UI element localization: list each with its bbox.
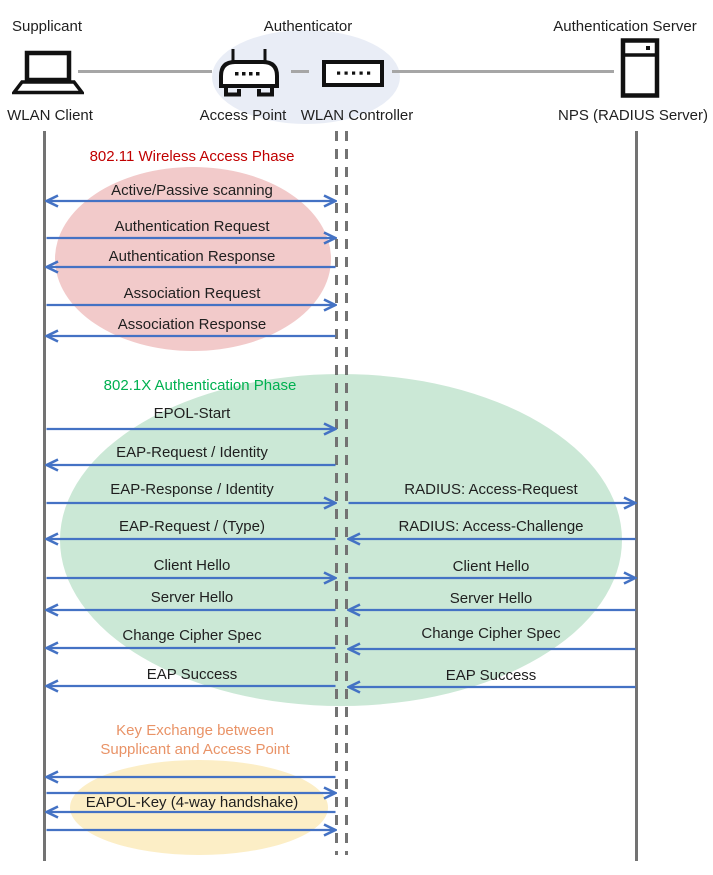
access-point-icon	[219, 49, 279, 97]
message-arrow	[45, 603, 336, 617]
message-label: EAP Success	[146, 666, 238, 683]
connector-client-ap	[78, 70, 212, 73]
message-arrow	[46, 422, 337, 436]
device-label-access-point: Access Point	[199, 107, 287, 124]
message-arrow	[46, 298, 337, 312]
lifeline-controller-dashed-2	[345, 131, 348, 855]
message-label: Change Cipher Spec	[122, 627, 262, 644]
message-label: Server Hello	[150, 589, 234, 606]
message-label: EAPOL-Key (4-way handshake)	[85, 794, 299, 811]
lifeline-nps	[635, 131, 638, 861]
message-label: Server Hello	[449, 590, 533, 607]
message-arrow	[45, 641, 336, 655]
phase3-ellipse	[70, 760, 328, 855]
phase3-title-line2: Supplicant and Access Point	[100, 741, 290, 758]
lifeline-controller-dashed-1	[335, 131, 338, 855]
message-arrow	[347, 680, 636, 694]
phase3-title: Key Exchange between Supplicant and Acce…	[100, 721, 289, 759]
message-label: EPOL-Start	[153, 405, 231, 422]
message-arrow	[45, 679, 336, 693]
message-arrow	[45, 194, 337, 208]
message-label: Active/Passive scanning	[111, 182, 273, 199]
server-icon	[620, 38, 660, 98]
message-label: Association Request	[123, 285, 261, 302]
message-label: RADIUS: Access-Request	[404, 481, 578, 498]
message-label: Client Hello	[452, 558, 530, 575]
message-arrow	[347, 532, 636, 546]
connector-ap-controller	[291, 70, 309, 73]
phase2-title: 802.1X Authentication Phase	[103, 377, 297, 394]
device-label-wlan-controller: WLAN Controller	[300, 107, 414, 124]
message-arrow	[45, 532, 336, 546]
message-label: Association Response	[117, 316, 267, 333]
message-label: EAP Success	[445, 667, 537, 684]
message-arrow	[45, 329, 336, 343]
role-label-authenticator: Authenticator	[263, 18, 353, 35]
message-arrow	[348, 496, 637, 510]
phase1-ellipse	[55, 167, 331, 351]
message-label: Client Hello	[153, 557, 231, 574]
message-label: Authentication Request	[114, 218, 270, 235]
message-arrow	[45, 805, 336, 819]
wlan-controller-icon	[322, 60, 384, 87]
device-label-nps: NPS (RADIUS Server)	[557, 107, 709, 124]
message-arrow	[45, 458, 336, 472]
message-label: EAP-Request / (Type)	[119, 518, 265, 535]
message-arrow	[46, 823, 337, 837]
role-label-supplicant: Supplicant	[11, 18, 83, 35]
message-arrow	[46, 786, 337, 800]
lifeline-wlan-client	[43, 131, 46, 861]
message-arrow	[347, 642, 636, 656]
message-arrow	[348, 571, 637, 585]
message-arrow	[46, 571, 337, 585]
message-label: EAP-Request / Identity	[116, 444, 268, 461]
message-arrow	[46, 231, 337, 245]
message-label: RADIUS: Access-Challenge	[398, 518, 584, 535]
message-arrow	[347, 603, 636, 617]
message-arrow	[45, 260, 336, 274]
message-label: Authentication Response	[108, 248, 276, 265]
message-label: Change Cipher Spec	[421, 625, 561, 642]
message-arrow	[45, 770, 336, 784]
laptop-icon	[12, 50, 84, 95]
connector-controller-server	[392, 70, 614, 73]
phase3-title-line1: Key Exchange between	[116, 722, 274, 739]
message-arrow	[46, 496, 337, 510]
phase1-title: 802.11 Wireless Access Phase	[89, 148, 295, 165]
device-label-wlan-client: WLAN Client	[7, 107, 93, 124]
message-label: EAP-Response / Identity	[110, 481, 274, 498]
role-label-authentication-server: Authentication Server	[553, 18, 697, 35]
